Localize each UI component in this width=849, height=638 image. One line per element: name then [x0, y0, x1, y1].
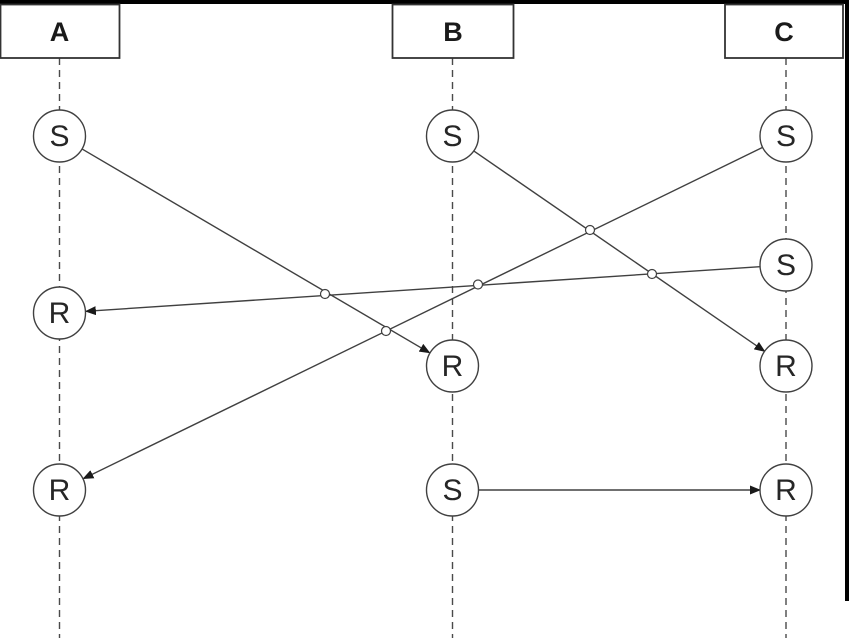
event-label: R [49, 474, 71, 507]
crossing-hop [646, 268, 658, 280]
event-A-receive-2: R [32, 463, 87, 517]
crossing-hop [319, 288, 331, 300]
event-circle [32, 463, 87, 517]
event-label: S [776, 120, 796, 153]
message-B1-to-C3 [473, 150, 766, 352]
event-label: R [775, 474, 797, 507]
event-circle [759, 109, 813, 163]
process-label: C [774, 17, 794, 47]
event-A-send-1: S [32, 109, 87, 163]
event-label: S [442, 474, 462, 507]
crossing-hop [472, 279, 484, 290]
event-B-receive-1: R [425, 339, 480, 393]
process-label: A [50, 17, 70, 47]
event-circle [759, 339, 813, 393]
process-rect [724, 3, 844, 59]
process-box-B: B [391, 3, 515, 59]
event-label: R [442, 350, 464, 383]
event-C-send-1: S [759, 109, 813, 163]
process-box-A: A [0, 3, 121, 59]
event-C-send-2: S [759, 238, 813, 292]
process-box-C: C [724, 3, 844, 59]
event-B-send-2: S [425, 463, 480, 517]
event-C-receive-2: R [759, 463, 813, 517]
event-C-receive-1: R [759, 339, 813, 393]
event-circle [425, 109, 480, 163]
event-circle [425, 339, 480, 393]
process-rect [0, 3, 121, 59]
message-C1-to-A3 [82, 146, 763, 480]
event-label: S [442, 120, 462, 153]
message-C2-to-A2 [84, 266, 761, 316]
top-border [0, 0, 849, 4]
event-label: S [776, 249, 796, 282]
crossing-hop [380, 325, 392, 337]
process-label: B [443, 17, 463, 47]
event-label: R [775, 350, 797, 383]
event-circle [32, 286, 87, 340]
crossing-hop [584, 224, 596, 236]
process-rect [391, 3, 515, 59]
event-A-receive-1: R [32, 286, 87, 340]
event-label: R [49, 297, 71, 330]
message-A1-to-B2 [82, 148, 431, 354]
event-circle [425, 463, 480, 517]
event-circle [32, 109, 87, 163]
event-circle [759, 463, 813, 517]
event-circle [759, 238, 813, 292]
right-border [845, 0, 849, 601]
event-label: S [49, 120, 69, 153]
event-B-send-1: S [425, 109, 480, 163]
